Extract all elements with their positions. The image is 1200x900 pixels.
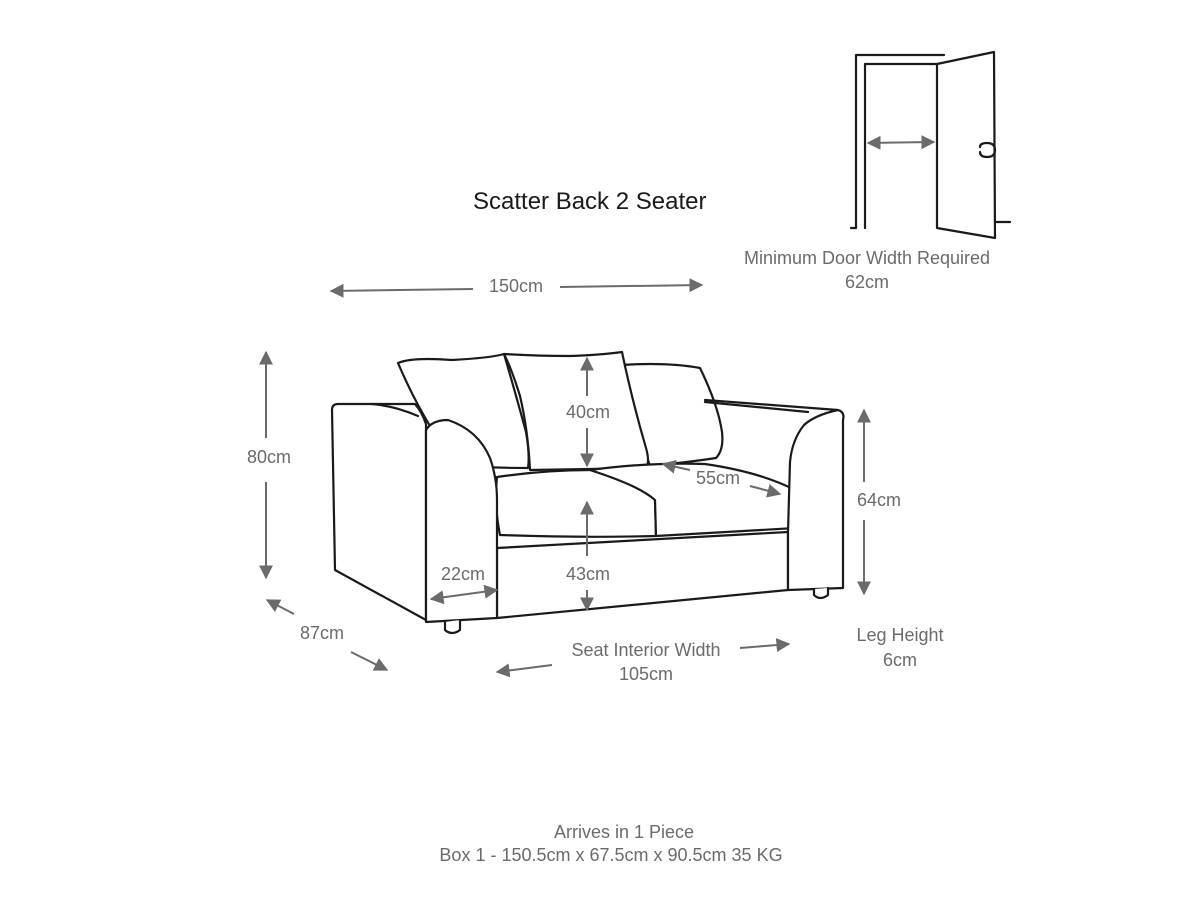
right-arm (703, 398, 845, 592)
delivery-box-info: Box 1 - 150.5cm x 67.5cm x 90.5cm 35 KG (439, 845, 783, 865)
back-cushion-middle (502, 350, 650, 472)
width-arrow-right (559, 278, 704, 293)
sofa-back-top (703, 400, 810, 414)
left-arm-top (370, 402, 420, 418)
overall-height-label: 80cm (246, 447, 292, 467)
product-title: Scatter Back 2 Seater (473, 188, 707, 215)
seat-depth-arrow-left (661, 459, 691, 474)
leg-height-value: 6cm (882, 650, 918, 670)
left-arm-side (330, 402, 428, 622)
front-left-leg (443, 618, 462, 635)
leg-height-label: Leg Height (856, 625, 944, 645)
seat-interior-width-label: Seat Interior Width (571, 640, 721, 660)
sofa-base-front (495, 530, 790, 620)
seat-height-label: 43cm (565, 564, 611, 584)
interior-width-arrow-right (739, 638, 791, 653)
depth-arrow-up (265, 599, 295, 615)
door-width-value: 62cm (844, 272, 890, 292)
door-frame-outer (849, 53, 946, 230)
arm-width-label: 22cm (440, 564, 486, 584)
seat-depth-label: 55cm (695, 468, 741, 488)
dimension-arrows (259, 278, 871, 678)
back-cushion-label: 40cm (565, 402, 611, 422)
delivery-pieces: Arrives in 1 Piece (553, 822, 695, 842)
door-icon (849, 50, 1012, 240)
seat-interior-width-value: 105cm (618, 664, 674, 684)
seat-depth-arrow-right (749, 483, 782, 498)
door-handle-icon (978, 141, 997, 159)
overall-width-label: 150cm (488, 276, 544, 296)
depth-arrow-down (350, 651, 389, 671)
door-width-label: Minimum Door Width Required (743, 248, 991, 268)
arm-height-label: 64cm (856, 490, 902, 510)
door-width-arrow (866, 135, 936, 150)
overall-depth-label: 87cm (299, 623, 345, 643)
sofa-drawing (330, 350, 845, 635)
interior-width-arrow-left (495, 663, 553, 678)
arm-width-arrow (429, 584, 499, 605)
door-frame-inner (863, 62, 939, 230)
door-leaf (935, 50, 997, 240)
front-right-leg (812, 586, 830, 600)
left-arm-front (424, 418, 499, 624)
width-arrow-left (329, 283, 474, 298)
